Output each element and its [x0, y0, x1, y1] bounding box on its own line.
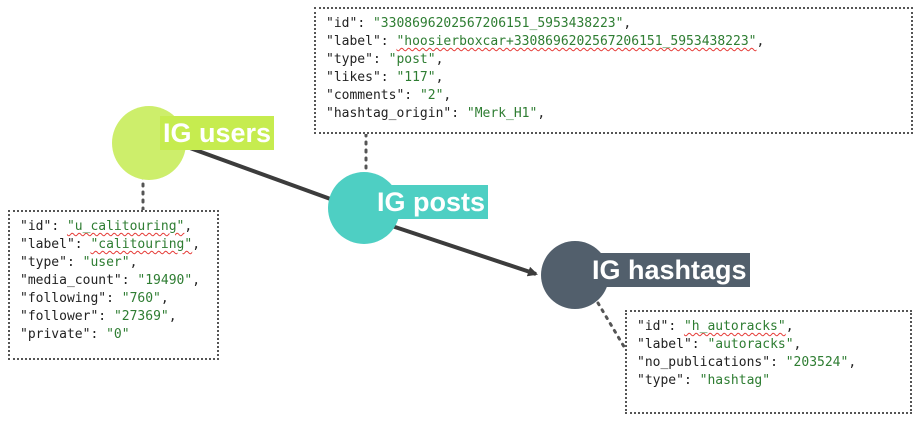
property-value: "760" [121, 291, 161, 306]
property-value: "27369" [113, 309, 169, 324]
property-key: "label" [637, 337, 692, 352]
property-trail: , [168, 309, 177, 324]
property-separator: : [691, 337, 708, 352]
property-trail: , [192, 273, 201, 288]
property-key: "private" [20, 327, 91, 342]
property-separator: : [380, 70, 397, 85]
property-key: "media_count" [20, 273, 122, 288]
property-key: "likes" [326, 70, 381, 85]
property-separator: : [770, 355, 786, 370]
hashtags-property-line: "label": "autoracks", [637, 336, 900, 354]
posts-property-line: "type": "post", [326, 51, 901, 69]
property-key: "no_publications" [637, 355, 771, 370]
property-trail: , [443, 88, 452, 103]
property-key: "label" [20, 237, 75, 252]
property-key: "following" [20, 291, 107, 306]
hashtags-property-line: "id": "h_autoracks", [637, 318, 900, 336]
users-properties-box: "id": "u_calitouring","label": "calitour… [8, 210, 219, 360]
property-trail: , [184, 219, 193, 234]
property-separator: : [357, 16, 373, 31]
property-separator: : [51, 219, 67, 234]
posts-property-line: "label": "hoosierboxcar+3308696202567206… [326, 33, 901, 51]
property-separator: : [404, 88, 420, 103]
property-key: "type" [20, 255, 67, 270]
property-separator: : [451, 106, 467, 121]
property-value: "h_autoracks" [683, 319, 786, 334]
property-value: "autoracks" [707, 337, 794, 352]
posts-property-line: "hashtag_origin": "Merk_H1", [326, 105, 901, 123]
property-value: "hoosierboxcar+3308696202567206151_59534… [396, 34, 757, 49]
property-separator: : [74, 237, 91, 252]
property-value: "203524" [785, 355, 849, 370]
node-users-label[interactable]: IG users [160, 116, 275, 150]
node-posts-label[interactable]: IG posts [374, 185, 489, 219]
property-separator: : [98, 309, 114, 324]
property-trail: , [435, 52, 444, 67]
hashtags-property-line: "no_publications": "203524", [637, 354, 900, 372]
hashtags-properties-box: "id": "h_autoracks","label": "autoracks"… [625, 310, 912, 414]
property-value: "117" [396, 70, 436, 85]
connector-hashtags-box [596, 301, 628, 352]
posts-property-line: "comments": "2", [326, 87, 901, 105]
property-value: "2" [419, 88, 444, 103]
posts-property-line: "id": "3308696202567206151_5953438223", [326, 15, 901, 33]
property-value: "post" [388, 52, 436, 67]
property-value: "3308696202567206151_5953438223" [372, 16, 624, 31]
property-separator: : [66, 255, 83, 270]
property-trail: , [848, 355, 857, 370]
property-separator: : [372, 52, 389, 67]
property-key: "follower" [20, 309, 99, 324]
users-property-line: "id": "u_calitouring", [20, 218, 207, 236]
posts-properties-box: "id": "3308696202567206151_5953438223","… [314, 7, 913, 134]
property-separator: : [90, 327, 107, 342]
property-trail: , [623, 16, 632, 31]
property-value: "calitouring" [90, 237, 193, 252]
property-key: "type" [326, 52, 373, 67]
property-key: "comments" [326, 88, 405, 103]
property-separator: : [668, 319, 684, 334]
property-trail: , [756, 34, 765, 49]
property-key: "id" [637, 319, 669, 334]
property-value: "Merk_H1" [466, 106, 538, 121]
property-trail: , [192, 237, 201, 252]
property-key: "label" [326, 34, 381, 49]
property-separator: : [106, 291, 122, 306]
property-separator: : [683, 373, 700, 388]
property-value: "user" [82, 255, 130, 270]
users-property-line: "private": "0" [20, 326, 207, 344]
property-key: "hashtag_origin" [326, 106, 452, 121]
property-trail: , [793, 337, 802, 352]
users-property-line: "follower": "27369", [20, 308, 207, 326]
users-property-line: "following": "760", [20, 290, 207, 308]
property-separator: : [380, 34, 397, 49]
property-trail: , [160, 291, 169, 306]
property-trail: , [129, 255, 138, 270]
property-value: "u_calitouring" [66, 219, 185, 234]
node-hashtags-label[interactable]: IG hashtags [589, 253, 750, 287]
users-property-line: "media_count": "19490", [20, 272, 207, 290]
property-value: "hashtag" [699, 373, 771, 388]
property-value: "19490" [137, 273, 193, 288]
edge-posts-to-hashtags [385, 222, 538, 277]
property-value: "0" [106, 327, 130, 342]
property-trail: , [785, 319, 794, 334]
users-property-line: "type": "user", [20, 254, 207, 272]
users-property-line: "label": "calitouring", [20, 236, 207, 254]
property-separator: : [121, 273, 138, 288]
property-key: "id" [326, 16, 358, 31]
hashtags-property-line: "type": "hashtag" [637, 372, 900, 390]
property-trail: , [537, 106, 546, 121]
property-trail: , [435, 70, 444, 85]
property-key: "type" [637, 373, 684, 388]
property-key: "id" [20, 219, 52, 234]
posts-property-line: "likes": "117", [326, 69, 901, 87]
edge-users-to-posts [189, 146, 337, 203]
